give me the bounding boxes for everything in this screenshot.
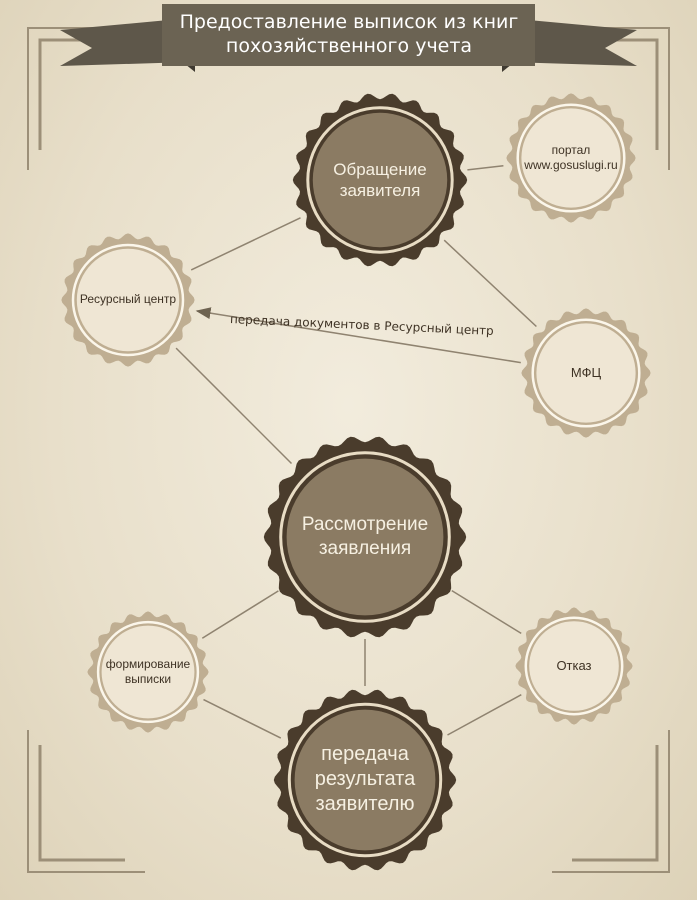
node-fill-rassmotrenie: [286, 458, 444, 616]
node-fill-formirovanie: [101, 625, 195, 719]
node-otkaz: [515, 607, 633, 725]
node-ring-formirovanie: [96, 620, 200, 724]
node-portal: [506, 93, 636, 223]
node-fill-otkaz: [529, 621, 619, 711]
node-obrashchenie: [292, 93, 468, 267]
node-ring-rassmotrenie: [279, 451, 451, 623]
edge-mfc-resursny: [195, 307, 521, 364]
node-fill-portal: [521, 108, 621, 208]
edge-obrashchenie-mfc: [443, 239, 537, 328]
node-mfc: [521, 308, 651, 438]
node-label-formirovanie: формирование выписки: [105, 656, 191, 686]
node-formirovanie: [87, 611, 209, 733]
node-fill-resursny: [76, 248, 180, 352]
edge-otkaz-peredacha: [447, 694, 522, 736]
nodes-layer: [61, 93, 651, 871]
node-label-portal: портал www.gosuslugi.ru: [524, 142, 618, 172]
edge-obrashchenie-resursny: [190, 217, 301, 271]
edges-layer: [175, 165, 537, 739]
node-fill-peredacha: [294, 709, 436, 851]
node-label-resursny: Ресурсный центр: [79, 292, 177, 307]
node-ring-otkaz: [524, 616, 624, 716]
edge-rassmotrenie-formirovanie: [201, 590, 279, 639]
node-ring-obrashchenie: [306, 106, 454, 254]
node-ring-resursny: [71, 243, 185, 357]
node-ring-peredacha: [287, 702, 443, 858]
node-ring-portal: [516, 103, 626, 213]
corner-frame-bottom-left: [27, 730, 145, 873]
edge-obrashchenie-portal: [467, 165, 504, 171]
edge-resursny-rassmotrenie: [175, 347, 293, 465]
node-peredacha: [273, 689, 457, 871]
banner-title: Предоставление выписок из книг похозяйст…: [179, 11, 519, 57]
node-resursny: [61, 233, 195, 367]
node-ring-mfc: [531, 318, 641, 428]
node-rassmotrenie: [263, 436, 467, 638]
node-label-obrashchenie: Обращение заявителя: [333, 159, 427, 200]
node-label-rassmotrenie: Рассмотрение заявления: [301, 514, 429, 559]
node-label-otkaz: Отказ: [556, 657, 592, 673]
edge-formirovanie-peredacha: [203, 698, 282, 739]
title-banner: [60, 4, 637, 72]
node-fill-mfc: [536, 323, 636, 423]
node-fill-obrashchenie: [312, 112, 448, 248]
node-label-mfc: МФЦ: [570, 364, 602, 380]
edge-rassmotrenie-otkaz: [451, 589, 522, 635]
node-label-peredacha: передача результата заявителю: [314, 743, 416, 816]
corner-frame-bottom-right: [552, 730, 670, 873]
